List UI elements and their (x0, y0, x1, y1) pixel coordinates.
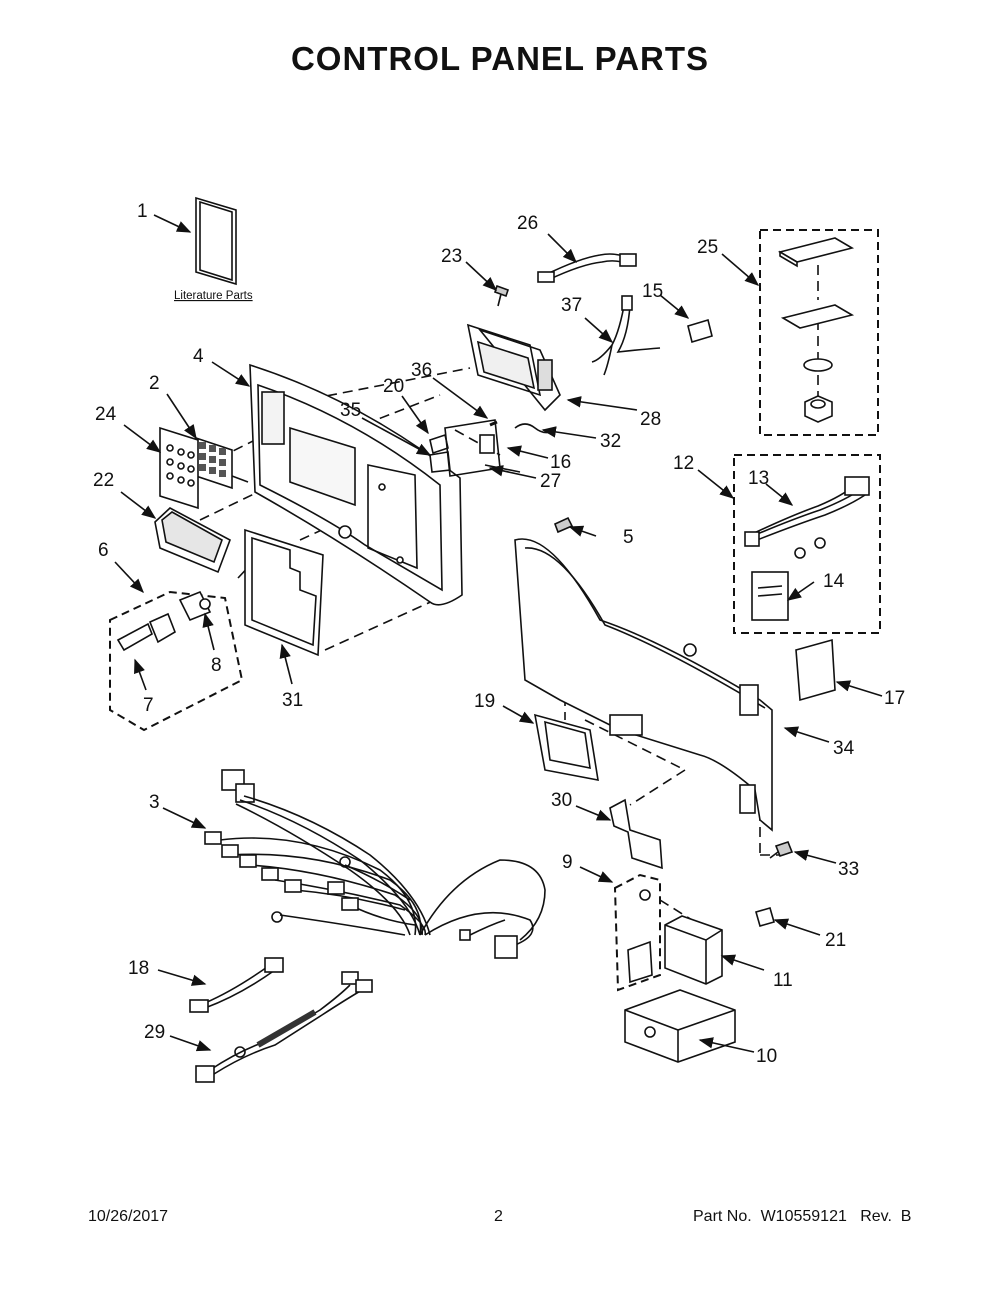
callout-3: 3 (149, 792, 160, 813)
main-wire-harness-3 (204, 769, 546, 959)
gasket-31 (244, 528, 324, 657)
callout-12: 12 (673, 453, 694, 474)
callout-8: 8 (211, 655, 222, 676)
callout-15: 15 (642, 281, 663, 302)
card-17 (795, 638, 836, 702)
callout-30: 30 (551, 790, 572, 811)
control-panel-front-4 (249, 363, 463, 606)
footer-part-number: Part No. W10559121 Rev. B (693, 1208, 912, 1225)
callout-5: 5 (623, 527, 634, 548)
callout-34: 34 (833, 738, 855, 759)
callout-7: 7 (143, 695, 154, 716)
bezel-19 (533, 713, 599, 781)
wire-harness-29 (195, 971, 373, 1083)
callout-26: 26 (517, 213, 538, 234)
part-drawings (116, 196, 870, 1083)
callout-10: 10 (756, 1046, 777, 1067)
harness-kit-12 (744, 476, 870, 621)
group-box-25 (759, 229, 879, 436)
control-board-28 (466, 323, 561, 412)
group-box-9 (613, 873, 661, 992)
callout-labels: 1 2 3 4 5 6 7 8 9 10 11 12 13 14 15 16 1… (93, 201, 905, 1067)
callout-20: 20 (383, 376, 404, 397)
callout-28: 28 (640, 409, 661, 430)
callout-1: 1 (137, 201, 148, 222)
screw-5 (553, 516, 574, 534)
callout-22: 22 (93, 470, 114, 491)
literature-part-1 (195, 196, 237, 286)
page-title: CONTROL PANEL PARTS (290, 40, 710, 77)
bracket-assembly-25 (777, 237, 855, 423)
connector-15 (687, 318, 713, 344)
leader-arrows (114, 214, 883, 1053)
box-10 (624, 989, 736, 1063)
keypad-overlay-24 (159, 426, 199, 510)
bracket-30 (609, 798, 663, 870)
group-boxes (109, 229, 881, 992)
wire-harness-26 (537, 253, 637, 283)
group-box-12 (733, 454, 881, 634)
lock-assembly-6 (116, 590, 212, 652)
display-22 (154, 507, 231, 574)
callout-14: 14 (823, 571, 845, 592)
callout-2: 2 (149, 373, 160, 394)
keypad-2 (195, 436, 249, 490)
callout-33: 33 (838, 859, 859, 880)
callout-37: 37 (561, 295, 582, 316)
literature-parts-label: Literature Parts (174, 290, 253, 302)
callout-9: 9 (562, 852, 573, 873)
footer-page-number: 2 (494, 1208, 503, 1225)
footer-date: 10/26/2017 (88, 1208, 169, 1225)
callout-17: 17 (884, 688, 905, 709)
switch-21 (755, 907, 775, 927)
callout-23: 23 (441, 246, 462, 267)
jumper-wire-18 (189, 957, 284, 1013)
callout-19: 19 (474, 691, 495, 712)
bracket-9 (627, 889, 653, 984)
wire-harness-37 (591, 295, 661, 376)
small-parts-cluster (429, 419, 556, 477)
callout-6: 6 (98, 540, 109, 561)
callout-18: 18 (128, 958, 149, 979)
callout-31: 31 (282, 690, 303, 711)
callout-32: 32 (600, 431, 621, 452)
callout-11: 11 (773, 970, 793, 991)
callout-4: 4 (193, 346, 204, 367)
screw-33 (769, 841, 794, 859)
callout-27: 27 (540, 471, 561, 492)
rear-bracket-34 (514, 538, 773, 832)
screw-23 (493, 284, 510, 307)
callout-16: 16 (550, 452, 571, 473)
callout-29: 29 (144, 1022, 165, 1043)
callout-36: 36 (411, 360, 432, 381)
callout-13: 13 (748, 468, 769, 489)
callout-21: 21 (825, 930, 846, 951)
group-box-6 (109, 590, 244, 732)
callout-24: 24 (95, 404, 117, 425)
callout-35: 35 (340, 400, 361, 421)
callout-25: 25 (697, 237, 718, 258)
enclosure-11 (664, 915, 723, 985)
